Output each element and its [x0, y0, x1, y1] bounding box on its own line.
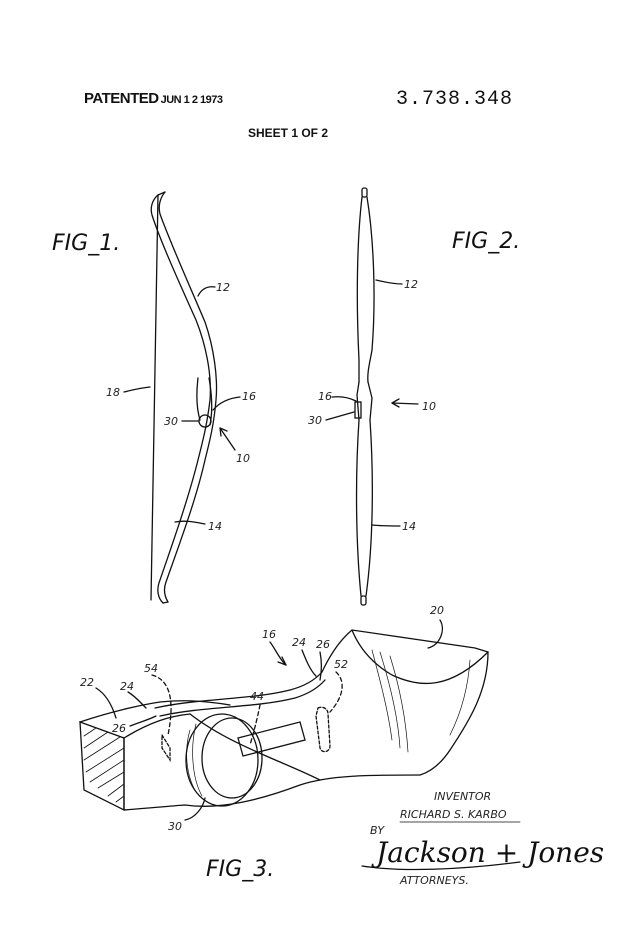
- by-label: BY: [370, 824, 385, 837]
- f2-leader-12: [375, 279, 403, 285]
- top-edge-left: [79, 700, 231, 723]
- fig3-riser-perspective: [79, 619, 489, 821]
- fig3-ref-24b: 24: [120, 680, 134, 693]
- fig1-ref-30: 30: [164, 415, 178, 428]
- sight-element-30: [198, 414, 212, 428]
- fig1-ref-10: 10: [236, 452, 250, 465]
- bow-limb-back: [150, 194, 212, 604]
- leader-52: [329, 671, 343, 713]
- leader-26-f3: [319, 651, 323, 681]
- sight-window-lower: [159, 679, 326, 717]
- arrowhead-10: [219, 427, 228, 437]
- signature-flourish: [361, 861, 521, 871]
- front-sight-30: [354, 401, 362, 419]
- patent-number: 3.738.348: [396, 88, 514, 111]
- fig3-ref-54: 54: [144, 662, 158, 675]
- grip-back-edge: [419, 651, 489, 776]
- top-front-edge-left: [123, 713, 191, 739]
- bow-limb-belly: [158, 191, 218, 603]
- bottom-tip: [360, 595, 367, 606]
- fig3-ref-16: 16: [262, 628, 276, 641]
- f2-leader-10-arrow: [391, 402, 419, 405]
- grip-shading: [371, 649, 471, 753]
- sight-disc-face: [201, 717, 263, 799]
- fig1-ref-14: 14: [208, 520, 222, 533]
- fig2-ref-30: 30: [308, 414, 322, 427]
- fig3-ref-26b: 26: [112, 722, 126, 735]
- fig3-ref-26: 26: [316, 638, 330, 651]
- bowstring: [150, 194, 159, 601]
- leader-14: [174, 520, 206, 525]
- leader-44: [249, 704, 261, 746]
- fig2-ref-12: 12: [404, 278, 418, 291]
- upper-limb: [356, 196, 375, 383]
- attorney-signature: Jackson + Jones: [371, 836, 604, 869]
- sight-window-upper: [154, 671, 323, 709]
- cut-end-hatching: [83, 727, 125, 803]
- fig2-label: FIG_2.: [452, 229, 520, 254]
- fig1-bow-side-view: [123, 191, 241, 604]
- attorneys-label: ATTORNEYS.: [399, 874, 469, 887]
- fig3-ref-22: 22: [80, 676, 94, 689]
- fig1-label: FIG_1.: [52, 231, 120, 256]
- inventor-name: RICHARD S. KARBO: [400, 808, 507, 821]
- passage-52: [315, 706, 331, 753]
- fig3-ref-52: 52: [334, 658, 348, 671]
- leader-26b: [129, 715, 157, 727]
- bottom-front-edge: [123, 774, 421, 811]
- f2-leader-30: [325, 411, 355, 421]
- fig3-ref-24: 24: [292, 636, 306, 649]
- f2-leader-16: [331, 396, 357, 402]
- leader-16: [212, 396, 241, 411]
- sight-disc-outer: [185, 713, 259, 807]
- lower-limb: [355, 419, 373, 597]
- leader-10-arrow: [219, 427, 236, 451]
- fig1-ref-12: 12: [216, 281, 230, 294]
- fig2-ref-14: 14: [402, 520, 416, 533]
- leader-18: [123, 386, 151, 393]
- arrowhead-16-f3: [277, 656, 287, 666]
- fig2-ref-16: 16: [318, 390, 332, 403]
- fig3-label: FIG_3.: [206, 857, 274, 882]
- leader-20: [427, 619, 443, 649]
- leader-30-f3: [184, 797, 206, 821]
- fig3-ref-30: 30: [168, 820, 182, 833]
- cut-end-face: [79, 721, 125, 812]
- leader-24b: [127, 691, 147, 709]
- leader-16-f3: [269, 641, 287, 666]
- fig2-bow-front-view: [325, 187, 419, 606]
- leader-12: [197, 286, 216, 297]
- fig3-ref-44: 44: [250, 690, 264, 703]
- grip-top-face: [351, 629, 489, 685]
- front-riser: [356, 381, 373, 421]
- bow-tips: [157, 191, 169, 604]
- leader-54: [151, 674, 172, 736]
- fig1-ref-18: 18: [106, 386, 120, 399]
- patent-date: JUN 1 2 1973: [160, 94, 223, 106]
- top-tip: [361, 187, 368, 198]
- sheet-number: SHEET 1 OF 2: [248, 126, 329, 140]
- patented-label: PATENTED: [84, 90, 159, 107]
- passage-54: [161, 732, 171, 763]
- leader-24-f3: [301, 649, 317, 677]
- fig3-ref-20: 20: [430, 604, 444, 617]
- face-contour: [189, 713, 321, 781]
- slot-44: [237, 721, 306, 757]
- f2-leader-14: [371, 524, 401, 527]
- inventor-label: INVENTOR: [434, 790, 491, 803]
- leader-22: [95, 687, 117, 719]
- sight-disc-shading: [186, 723, 203, 797]
- f2-arrowhead-10: [391, 398, 400, 408]
- fig1-ref-16: 16: [242, 390, 256, 403]
- fig2-ref-10: 10: [422, 400, 436, 413]
